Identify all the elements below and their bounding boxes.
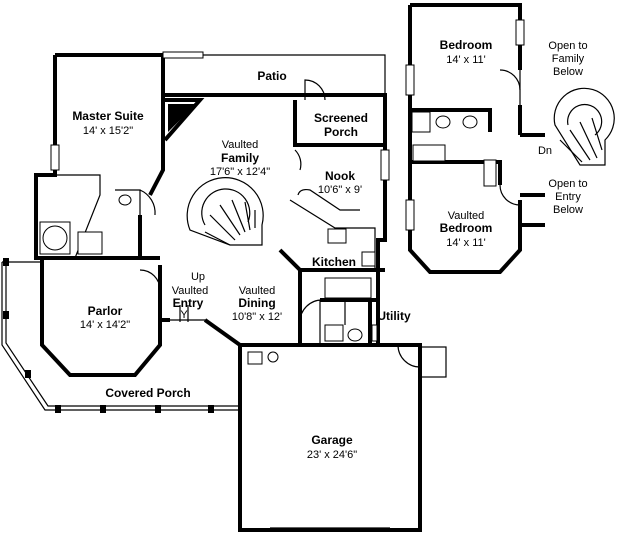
nook-label: Nook [325,169,355,183]
door-swings [139,79,326,323]
upper-stairs [553,87,615,166]
open-to-entry-line2: Entry [555,191,581,203]
entry-up-label: Up [191,271,205,283]
main-stairs [186,177,264,246]
entry-prefix: Vaulted [172,285,209,297]
entry-arrow: Y [180,309,188,321]
open-to-entry-line1: Open to [548,178,587,190]
screened-porch-label-line1: Screened [314,111,368,125]
kitchen-label: Kitchen [312,255,356,269]
open-to-entry-line3: Below [553,204,583,216]
entry-label: Entry [173,296,204,310]
bedroom-lower-prefix: Vaulted [448,210,485,222]
covered-porch-label: Covered Porch [105,386,190,400]
master-bath-fixtures [39,189,156,255]
dining-prefix: Vaulted [239,285,276,297]
upper-floor-walls [405,3,545,274]
master-suite-label: Master Suite [72,109,144,123]
covered-porch [1,258,240,413]
garage-label: Garage [311,433,353,447]
utility-label: Utility [377,309,411,323]
dining-label: Dining [238,296,275,310]
open-to-family-line3: Below [553,66,583,78]
utility-fixtures [324,324,378,342]
stair-down-label: Dn [538,145,552,157]
bedroom-lower-dimensions: 14' x 11' [446,237,485,249]
parlor-dimensions: 14' x 14'2" [80,319,130,331]
family-label: Family [221,151,259,165]
garage-walls [238,343,447,532]
open-to-family-line2: Family [552,53,585,65]
bedroom-upper-label: Bedroom [440,38,493,52]
fireplace [168,104,196,132]
patio-outline [163,54,386,95]
nook-dimensions: 10'6" x 9' [318,184,362,196]
screened-porch-label-line2: Porch [324,125,358,139]
patio-label: Patio [257,69,286,83]
open-to-family-line1: Open to [548,40,587,52]
bedroom-lower-label: Bedroom [440,221,493,235]
dining-dimensions: 10'8" x 12' [232,311,282,323]
master-suite-dimensions: 14' x 15'2" [83,125,133,137]
family-prefix: Vaulted [222,139,259,151]
parlor-label: Parlor [88,304,123,318]
garage-dimensions: 23' x 24'6" [307,449,357,461]
family-dimensions: 17'6" x 12'4" [210,166,270,178]
bedroom-upper-dimensions: 14' x 11' [446,54,485,66]
main-windows [50,51,390,181]
kitchen-counters [289,188,376,299]
